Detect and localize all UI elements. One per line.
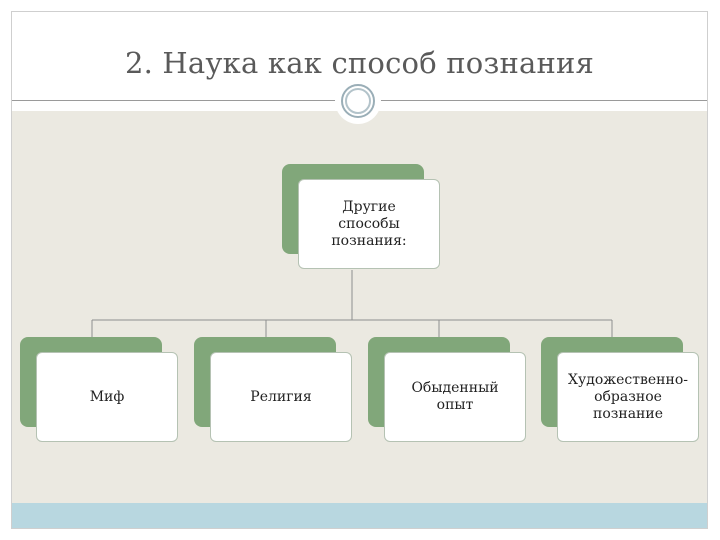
circle-ornament-icon: [335, 78, 381, 124]
child-node-label: Обыденный опыт: [411, 380, 499, 413]
root-node-label: Другие способы познания:: [331, 198, 407, 249]
bottom-band: [12, 503, 707, 528]
child-node-label: Религия: [250, 388, 312, 405]
slide-title: 2. Наука как способ познания: [124, 46, 595, 80]
child-node-label: Миф: [89, 388, 125, 405]
child-node-label: Художественно-образное познание: [568, 371, 688, 422]
